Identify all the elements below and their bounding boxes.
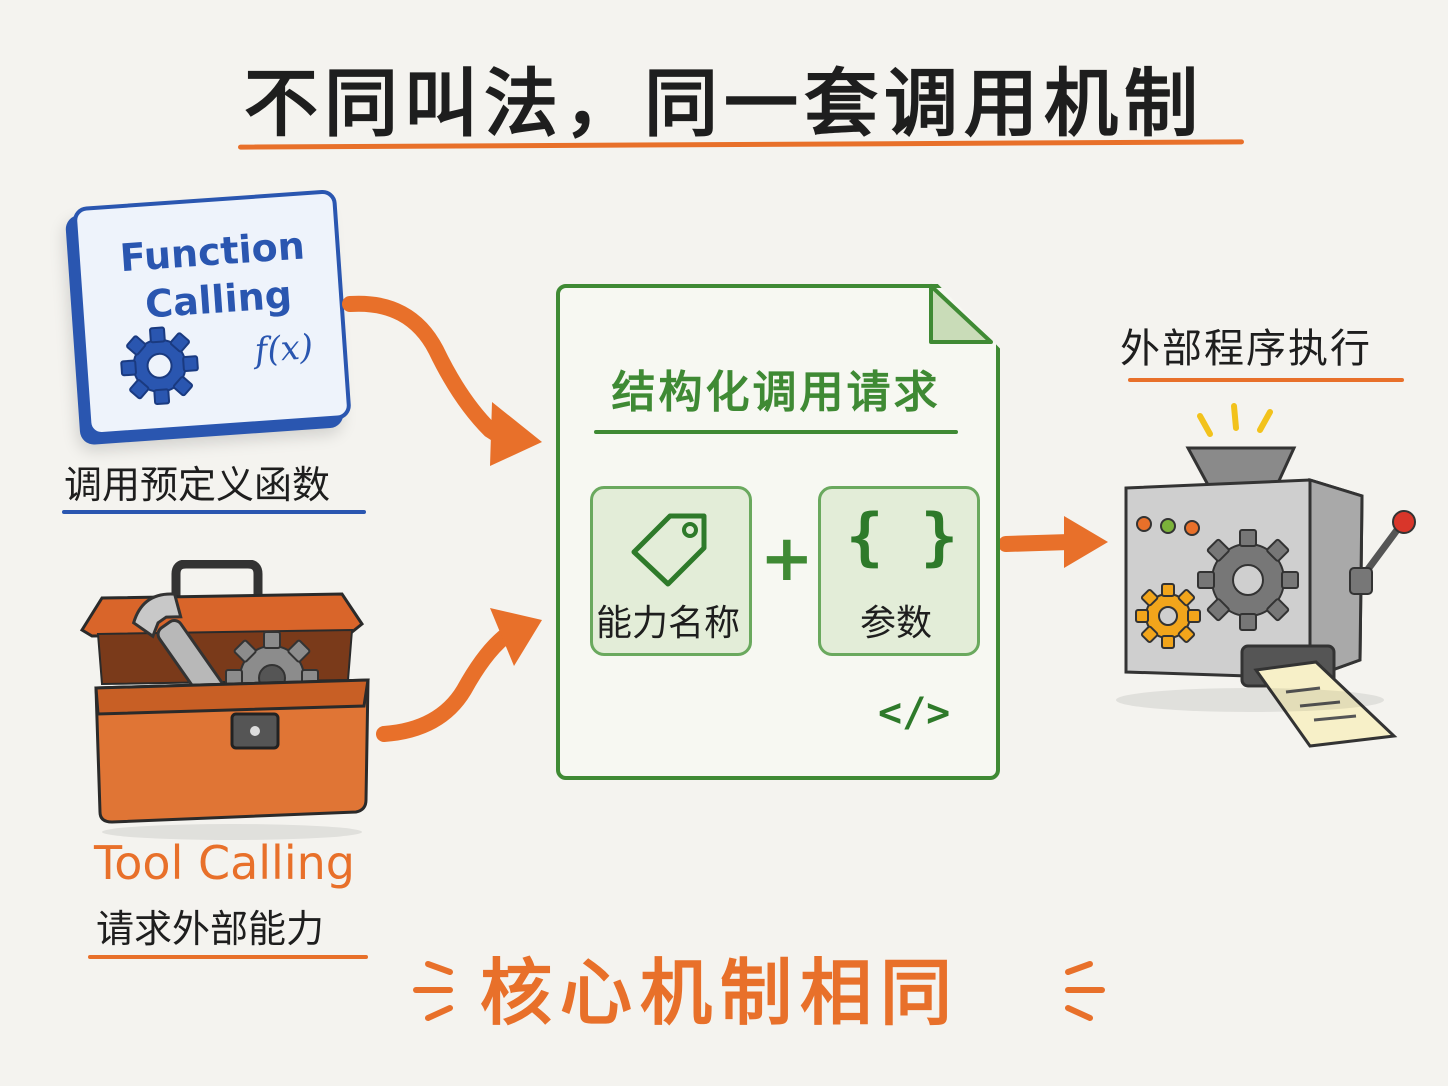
gear-icon xyxy=(120,326,199,406)
arrow-icon xyxy=(1000,516,1108,568)
function-calling-card: Function Calling f(x) xyxy=(72,189,352,437)
tool-calling-name: Tool Calling xyxy=(94,836,355,890)
request-title: 结构化调用请求 xyxy=(611,367,941,418)
execution-title: 外部程序执行 xyxy=(1120,326,1372,372)
core-conclusion: 核心机制相同 xyxy=(480,951,961,1035)
function-calling-underline xyxy=(62,510,366,514)
page-title: 不同叫法，同一套调用机制 xyxy=(244,61,1204,147)
emphasis-mark-right xyxy=(1065,961,1105,1021)
code-icon: </> xyxy=(878,690,951,736)
parameters-box xyxy=(818,486,980,656)
emphasis-mark-left xyxy=(413,961,453,1021)
braces-icon: { } xyxy=(846,500,958,573)
arrow-icon xyxy=(342,295,542,742)
tool-calling-description: 请求外部能力 xyxy=(96,907,325,951)
capability-name-label: 能力名称 xyxy=(595,603,740,644)
function-calling-description: 调用预定义函数 xyxy=(64,463,331,507)
function-calling-line2: Calling xyxy=(143,272,294,327)
parameters-label: 参数 xyxy=(859,603,932,644)
tool-calling-underline xyxy=(88,955,368,959)
function-icon: f(x) xyxy=(253,327,315,372)
machine-icon xyxy=(1116,403,1416,748)
function-calling-line1: Function xyxy=(118,223,307,281)
toolbox-icon xyxy=(79,560,370,840)
page-fold-icon xyxy=(929,284,993,344)
tag-icon xyxy=(631,513,707,587)
execution-underline xyxy=(1128,378,1404,382)
plus-sign: + xyxy=(760,522,814,596)
request-title-underline xyxy=(594,430,958,434)
